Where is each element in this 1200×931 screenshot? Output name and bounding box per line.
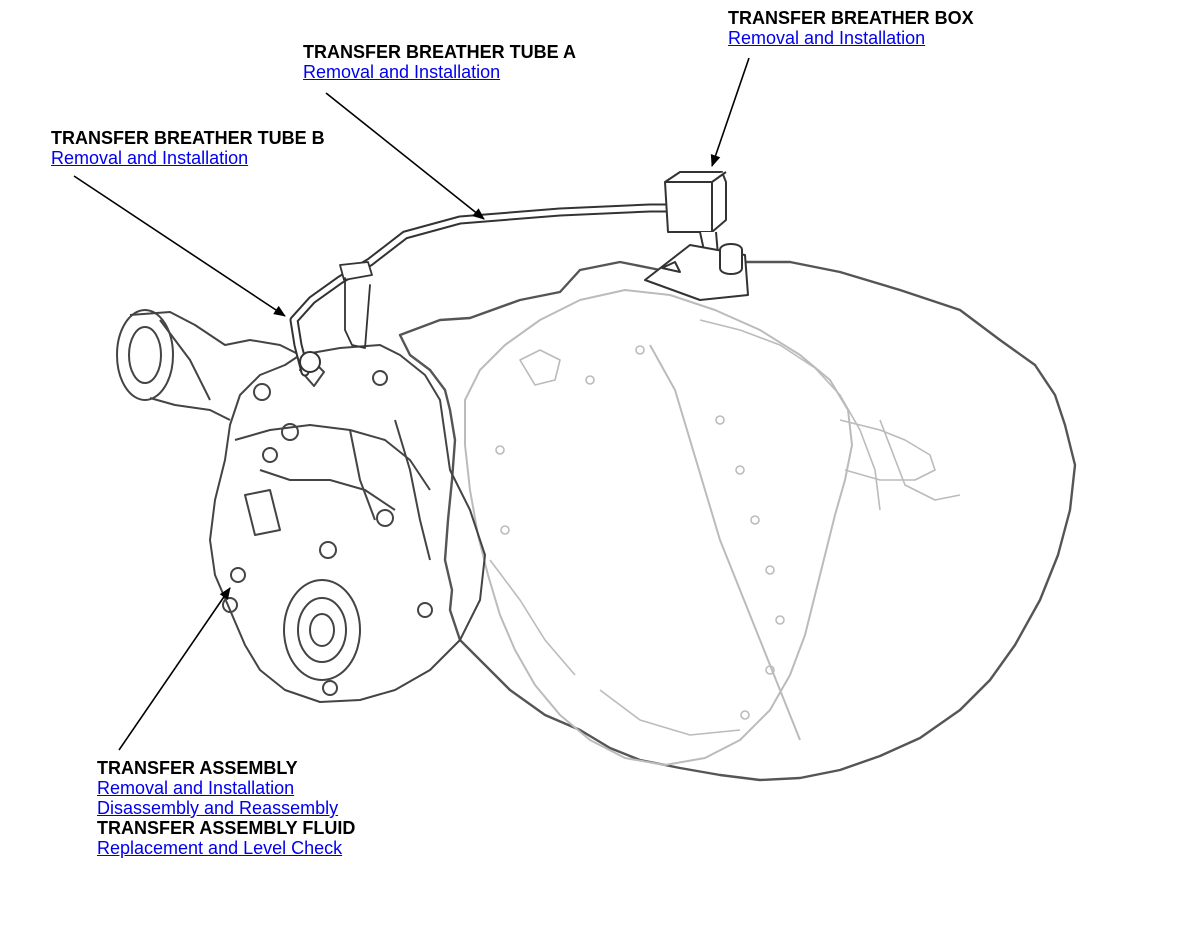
breather-tube-a-removal-link[interactable]: Removal and Installation <box>303 62 501 82</box>
transmission-case <box>398 258 1077 782</box>
leader-transfer-assembly <box>118 587 231 751</box>
transfer-assembly-removal-link[interactable]: Removal and Installation <box>97 778 295 798</box>
breather-box-removal-link[interactable]: Removal and Installation <box>728 28 926 48</box>
transfer-assembly-disassembly-link[interactable]: Disassembly and Reassembly <box>97 798 339 818</box>
leader-breather-tube-b <box>73 175 286 317</box>
leader-breather-tube-a <box>325 92 485 220</box>
breather-tube <box>289 203 677 377</box>
transfer-assembly-title: TRANSFER ASSEMBLY <box>97 758 298 778</box>
leader-lines <box>73 57 750 751</box>
leader-breather-box <box>710 57 750 167</box>
breather-box <box>644 171 749 301</box>
transfer-assembly-fluid-title: TRANSFER ASSEMBLY FLUID <box>97 818 356 838</box>
breather-tube-b-removal-link[interactable]: Removal and Installation <box>51 148 249 168</box>
transfer-assembly <box>116 309 486 703</box>
transfer-fluid-replacement-link[interactable]: Replacement and Level Check <box>97 838 343 858</box>
callout-breather-box: TRANSFER BREATHER BOX Removal and Instal… <box>728 8 974 48</box>
callout-breather-tube-b: TRANSFER BREATHER TUBE B Removal and Ins… <box>51 128 325 168</box>
breather-tube-a-title: TRANSFER BREATHER TUBE A <box>303 42 576 62</box>
breather-tube-b-title: TRANSFER BREATHER TUBE B <box>51 128 325 148</box>
breather-box-title: TRANSFER BREATHER BOX <box>728 8 974 28</box>
callout-transfer-assembly: TRANSFER ASSEMBLY Removal and Installati… <box>97 758 355 858</box>
callout-breather-tube-a: TRANSFER BREATHER TUBE A Removal and Ins… <box>303 42 576 82</box>
